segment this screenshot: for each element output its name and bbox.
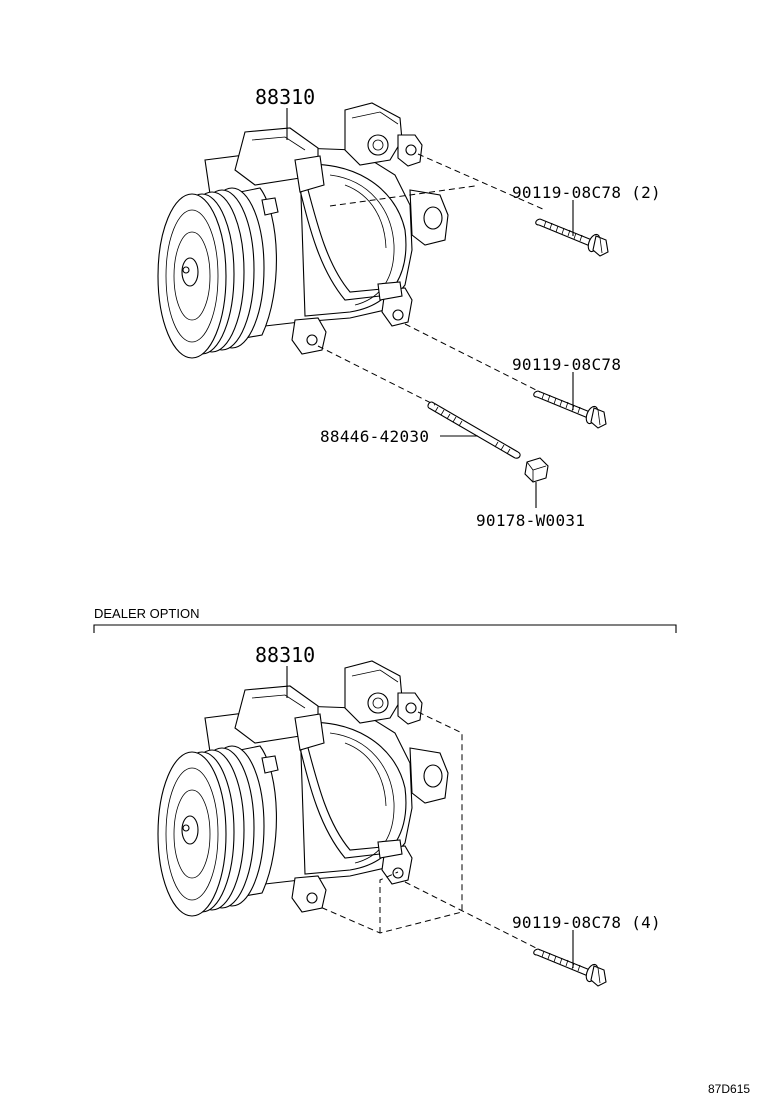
bolt-icon [533,948,607,987]
stud-label: 88446-42030 [320,427,429,446]
bolt-bottom-label: 90119-08C78 (4) [512,913,661,932]
bolt-lower-label: 90119-08C78 [512,355,621,374]
compressor-icon [157,660,449,917]
figure-code: 87D615 [708,1082,750,1096]
section-title: DEALER OPTION [94,606,199,621]
bolt-icon [535,218,609,257]
bolt-icon [533,390,607,429]
alignment-line [317,711,463,934]
alignment-line [404,881,541,951]
section-bracket [93,624,677,633]
alignment-line [317,345,436,406]
compressor-icon [157,102,449,359]
alignment-line [404,323,541,393]
compressor-label-bottom: 88310 [255,643,315,667]
compressor-label-top: 88310 [255,85,315,109]
bolt-upper-label: 90119-08C78 (2) [512,183,661,202]
nut-label: 90178-W0031 [476,511,585,530]
alignment-line [379,871,399,933]
nut-icon [524,457,549,483]
alignment-line [329,185,476,207]
stud-bolt-icon [427,401,521,459]
alignment-line [417,153,546,211]
